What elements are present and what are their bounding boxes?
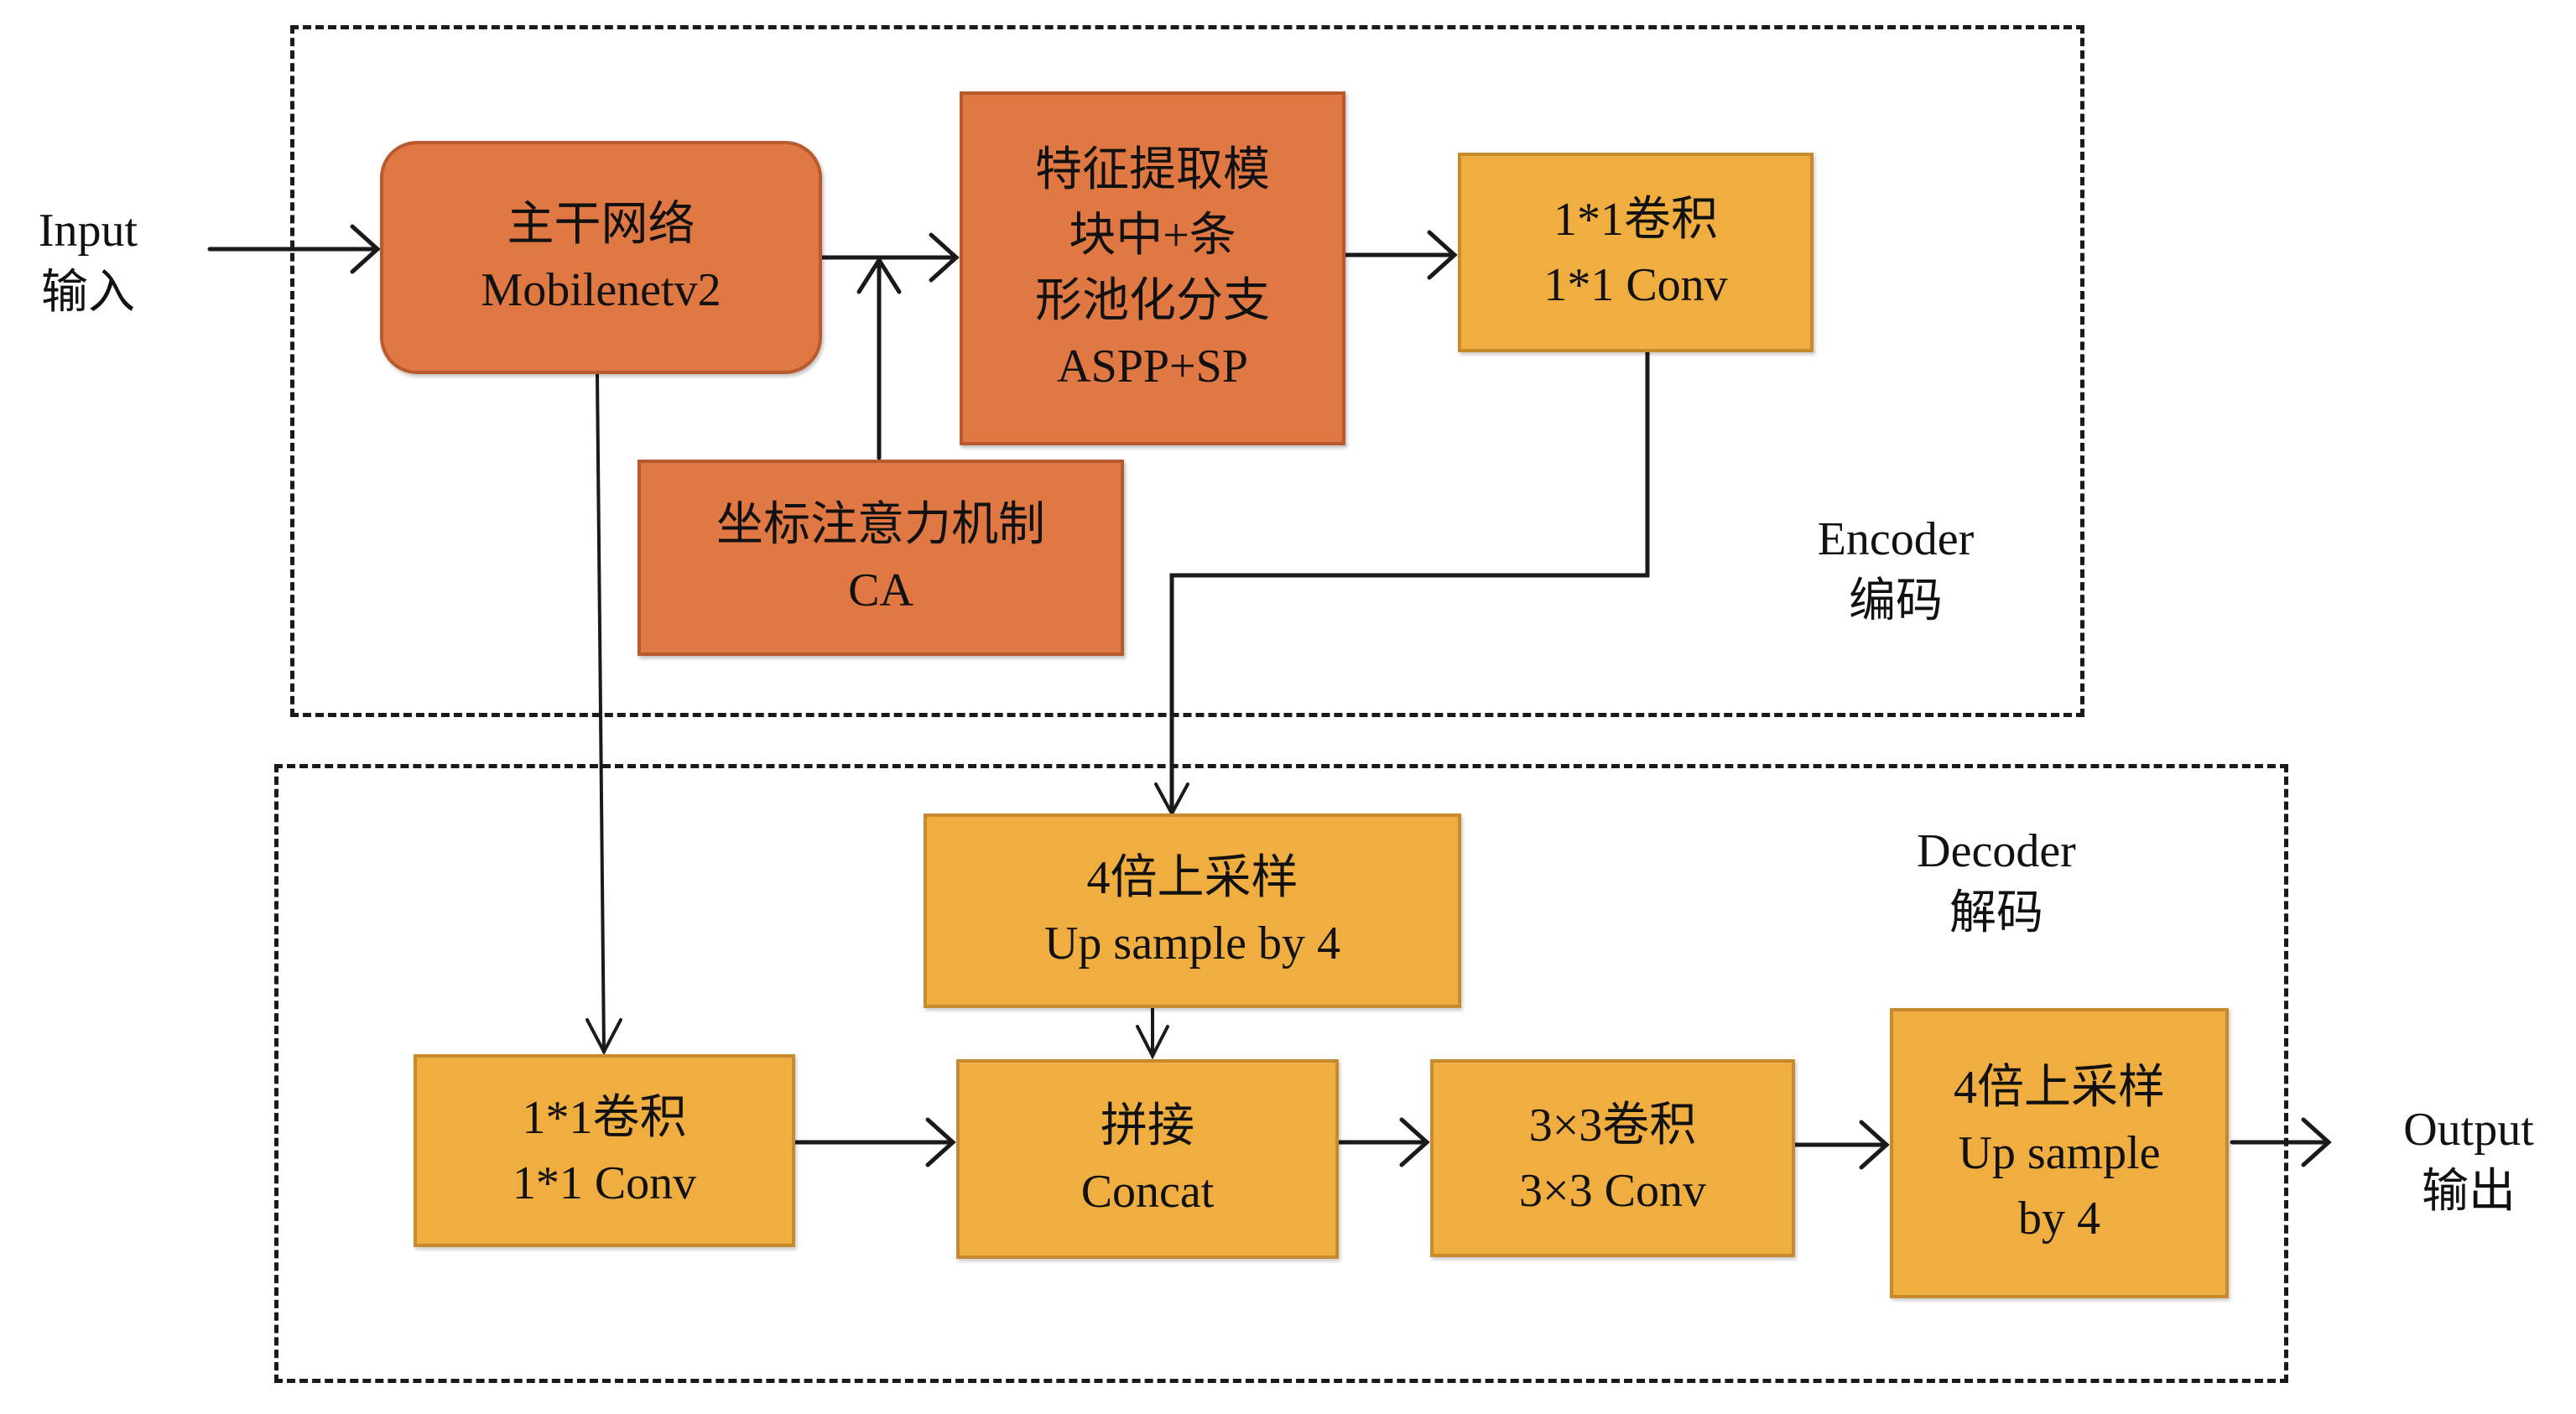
output-label-zh: 输出	[2422, 1166, 2516, 1218]
decoder-upsample-out-block: 4倍上采样 Up sample by 4	[1890, 1008, 2229, 1298]
input-label-en: Input	[38, 205, 138, 257]
input-label: Input 输入	[25, 200, 151, 324]
encoder-conv1x1-en: 1*1 Conv	[1543, 259, 1728, 311]
backbone-block: 主干网络 Mobilenetv2	[380, 141, 822, 374]
coordinate-attention-block: 坐标注意力机制 CA	[637, 460, 1124, 656]
feature-extraction-line2: 块中+条	[1069, 210, 1236, 262]
encoder-label: Encoder 编码	[1787, 508, 2005, 632]
conv3x3-en: 3×3 Conv	[1519, 1165, 1706, 1217]
arrow-conv1x1-to-upsample	[1169, 350, 1650, 816]
encoder-label-zh: 编码	[1849, 575, 1943, 627]
decoder-label-zh: 解码	[1949, 887, 2043, 939]
arrowhead-icon	[1399, 1117, 1430, 1167]
feature-extraction-line3: 形池化分支	[1035, 275, 1270, 327]
arrow-backbone-to-decoder-conv1x1	[596, 372, 606, 1053]
encoder-region	[290, 25, 2084, 717]
feature-extraction-line1: 特征提取模	[1035, 144, 1270, 196]
upsample-mid-zh: 4倍上采样	[1086, 852, 1298, 904]
decoder-conv1x1-en: 1*1 Conv	[512, 1157, 697, 1209]
arrowhead-icon	[350, 224, 381, 274]
concat-zh: 拼接	[1101, 1100, 1194, 1152]
arrowhead-icon	[2301, 1117, 2332, 1167]
upsample-out-zh: 4倍上采样	[1954, 1062, 2165, 1114]
coordinate-attention-zh: 坐标注意力机制	[716, 499, 1045, 551]
encoder-label-en: Encoder	[1817, 513, 1975, 565]
upsample-mid-en: Up sample by 4	[1043, 918, 1341, 970]
arrowhead-icon	[925, 1117, 956, 1167]
decoder-label: Decoder 解码	[1887, 820, 2105, 944]
backbone-title-zh: 主干网络	[507, 199, 695, 251]
decoder-label-en: Decoder	[1917, 825, 2076, 877]
arrowhead-icon	[585, 1018, 622, 1056]
coordinate-attention-en: CA	[848, 564, 913, 616]
upsample-out-en-1: Up sample	[1958, 1127, 2161, 1179]
arrowhead-icon	[856, 256, 902, 294]
decoder-region	[274, 764, 2288, 1383]
arrowhead-icon	[929, 232, 960, 283]
encoder-conv1x1-zh: 1*1卷积	[1553, 194, 1718, 246]
decoder-conv1x1-block: 1*1卷积 1*1 Conv	[414, 1054, 795, 1247]
arrowhead-icon	[1427, 230, 1458, 280]
arrowhead-icon	[1859, 1120, 1890, 1170]
output-label-en: Output	[2403, 1104, 2534, 1156]
conv3x3-block: 3×3卷积 3×3 Conv	[1430, 1059, 1795, 1257]
conv3x3-zh: 3×3卷积	[1528, 1099, 1697, 1151]
concat-block: 拼接 Concat	[956, 1059, 1339, 1259]
input-label-zh: 输入	[41, 267, 135, 319]
concat-en: Concat	[1080, 1166, 1215, 1218]
decoder-conv1x1-zh: 1*1卷积	[522, 1092, 687, 1144]
arrowhead-icon	[1136, 1025, 1169, 1060]
feature-extraction-block: 特征提取模 块中+条 形池化分支 ASPP+SP	[960, 91, 1345, 445]
output-label: Output 输出	[2397, 1099, 2540, 1223]
upsample-out-en-2: by 4	[2018, 1193, 2100, 1245]
decoder-upsample-mid-block: 4倍上采样 Up sample by 4	[924, 814, 1461, 1008]
encoder-conv1x1-block: 1*1卷积 1*1 Conv	[1458, 153, 1814, 352]
backbone-title-en: Mobilenetv2	[481, 264, 721, 316]
feature-extraction-line4: ASPP+SP	[1057, 341, 1248, 392]
